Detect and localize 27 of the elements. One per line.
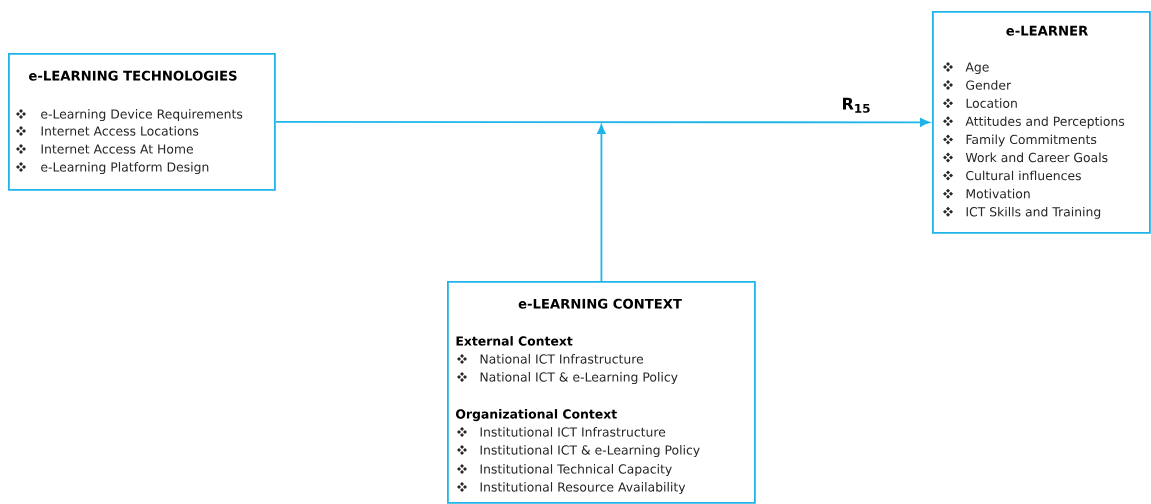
box-title: e-LEARNING TECHNOLOGIES	[29, 70, 237, 81]
list-item: Motivation	[966, 188, 1030, 199]
list-item: Internet Access Locations	[41, 126, 199, 136]
edge-label: R$_{15}$	[839, 95, 874, 115]
list-item: Institutional Resource Availability	[480, 482, 686, 495]
arrow	[597, 124, 606, 282]
list-item: Gender	[966, 80, 1012, 90]
list-item: Cultural influences	[966, 170, 1081, 181]
list-item: Work and Career Goals	[965, 152, 1108, 163]
list-item: Institutional ICT & e-Learning Policy	[480, 445, 700, 458]
list-item: Institutional Technical Capacity	[480, 464, 672, 477]
list-item: Attitudes and Perceptions	[965, 116, 1125, 129]
list-item: ICT Skills and Training	[966, 206, 1101, 219]
section-heading: Organizational Context	[456, 409, 617, 422]
list-item: Family Commitments	[966, 134, 1097, 147]
list-item: Location	[966, 98, 1017, 108]
list-item: e-Learning Device Requirements	[41, 109, 243, 122]
list-item: National ICT Infrastructure	[480, 354, 644, 364]
box-title: e-LEARNER	[1006, 25, 1088, 36]
arrow	[274, 118, 930, 127]
section-heading: External Context	[456, 336, 573, 346]
list-item: Internet Access At Home	[41, 144, 193, 154]
list-item: e-Learning Platform Design	[41, 162, 209, 175]
list-item: Institutional ICT Infrastructure	[480, 427, 666, 437]
list-item: Age	[965, 62, 989, 75]
list-item: National ICT & e-Learning Policy	[480, 372, 678, 385]
box-title: e-LEARNING CONTEXT	[518, 298, 682, 309]
